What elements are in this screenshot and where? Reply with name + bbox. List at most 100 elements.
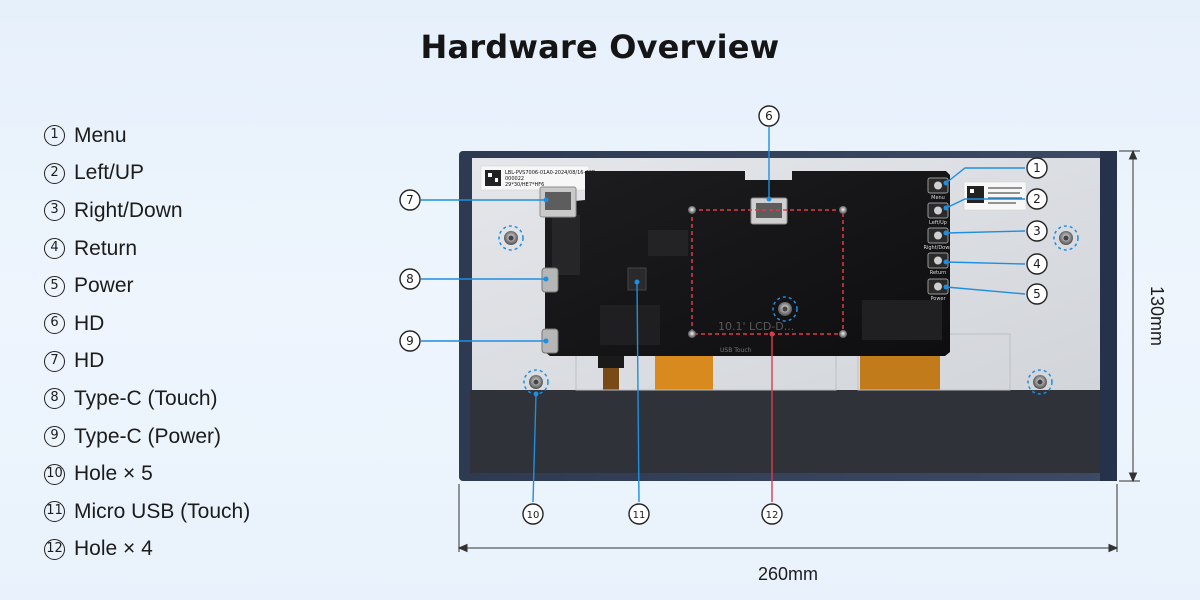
callout-number: 3	[1033, 224, 1041, 238]
legend-label: Power	[74, 274, 134, 298]
mounting-hole	[498, 225, 524, 251]
callout-number: 9	[406, 334, 414, 348]
legend-number: 8	[44, 388, 65, 410]
button-label: Right/Down	[923, 245, 952, 251]
legend-number: 7	[44, 350, 65, 372]
legend-number: 11	[44, 501, 65, 523]
callout-number: 5	[1033, 287, 1041, 301]
board-component	[600, 305, 660, 345]
board-component	[552, 215, 580, 275]
legend-number: 9	[44, 426, 65, 448]
callout-number: 6	[765, 109, 773, 123]
button-return: Return	[927, 252, 949, 276]
legend-item: 7 HD	[44, 343, 250, 381]
type-c-touch-port	[541, 267, 559, 293]
flex-cable	[860, 355, 940, 390]
sticker-line: 29*30/HE7*HF6	[505, 182, 544, 188]
mounting-hole	[1027, 369, 1053, 395]
legend-label: HD	[74, 349, 105, 373]
height-dimension	[1119, 149, 1140, 483]
sticker-line: LBL-PVS7006-01A0-2024/08/16-4KB	[505, 170, 596, 176]
button-label: Power	[930, 296, 946, 302]
callout-marker-5: 5	[1026, 283, 1048, 305]
button-label: Return	[930, 270, 947, 276]
callout-marker-6: 6	[758, 105, 780, 127]
button-label: Left/Up	[929, 220, 947, 226]
callout-marker-9: 9	[399, 330, 421, 352]
silkscreen-usb-touch: USB Touch	[720, 347, 752, 354]
legend-number: 4	[44, 238, 65, 260]
sticker-line: 000022	[505, 176, 524, 182]
legend-label: Right/Down	[74, 198, 183, 222]
mounting-hole	[1053, 225, 1079, 251]
callout-marker-12: 12	[761, 503, 783, 525]
callout-number: 10	[527, 510, 540, 521]
board-lower-module	[598, 356, 624, 368]
legend-label: Left/UP	[74, 161, 145, 185]
width-dimension-label: 260mm	[758, 564, 818, 584]
legend-item: 11 Micro USB (Touch)	[44, 493, 250, 531]
frame-right-edge	[1100, 151, 1117, 481]
qr-code	[967, 186, 984, 203]
callout-marker-1: 1	[1026, 157, 1048, 179]
legend-label: HD	[74, 311, 105, 335]
legend-label: Return	[74, 236, 138, 260]
callout-number: 1	[1033, 161, 1041, 175]
legend-label: Micro USB (Touch)	[74, 499, 251, 523]
button-left-up: Left/Up	[927, 202, 949, 226]
legend-label: Type-C (Touch)	[74, 386, 218, 410]
legend-number: 3	[44, 200, 65, 222]
board-component	[862, 300, 942, 340]
mounting-hole	[772, 296, 798, 322]
callout-number: 12	[766, 510, 779, 521]
callout-marker-8: 8	[399, 268, 421, 290]
callout-number: 8	[406, 272, 414, 286]
width-dimension	[457, 484, 1119, 553]
button-label: Menu	[931, 195, 945, 201]
legend-number: 6	[44, 313, 65, 335]
callout-dots	[533, 180, 949, 397]
legend-item: 9 Type-C (Power)	[44, 418, 250, 456]
standoff-hole	[688, 206, 696, 214]
callout-marker-7: 7	[399, 189, 421, 211]
hole-pattern-outline	[691, 209, 844, 335]
button-menu: Menu	[927, 177, 949, 201]
qr-code	[485, 170, 501, 186]
legend-number: 1	[44, 125, 65, 147]
legend-number: 5	[44, 275, 65, 297]
callout-marker-2: 2	[1026, 188, 1048, 210]
callout-number: 7	[406, 193, 414, 207]
legend-label: Type-C (Power)	[74, 424, 222, 448]
callout-number: 4	[1033, 257, 1041, 271]
standoff-hole	[688, 330, 696, 338]
legend-item: 8 Type-C (Touch)	[44, 380, 250, 418]
height-dimension-label: 130mm	[1147, 286, 1167, 346]
board-component	[648, 230, 688, 256]
silkscreen-label: 10.1' LCD-D...	[718, 320, 794, 333]
display-lower-panel	[470, 390, 1104, 473]
callout-lines	[421, 127, 1026, 503]
callout-number: 2	[1033, 192, 1041, 206]
legend-item: 3 Right/Down	[44, 192, 250, 230]
callout-marker-11: 11	[628, 503, 650, 525]
legend-label: Hole × 5	[74, 462, 153, 486]
callout-number: 11	[633, 510, 646, 521]
button-power: Power	[927, 278, 949, 302]
standoff-hole	[839, 330, 847, 338]
flex-cable	[655, 353, 713, 390]
button-right-down: Right/Down	[923, 227, 953, 251]
callout-marker-3: 3	[1026, 220, 1048, 242]
legend-number: 12	[44, 538, 65, 560]
legend-item: 12 Hole × 4	[44, 531, 250, 569]
legend-label: Hole × 4	[74, 537, 153, 561]
legend-item: 5 Power	[44, 267, 250, 305]
page-title: Hardware Overview	[420, 28, 780, 66]
standoff-hole	[839, 206, 847, 214]
callout-marker-10: 10	[522, 503, 544, 525]
legend-item: 4 Return	[44, 230, 250, 268]
